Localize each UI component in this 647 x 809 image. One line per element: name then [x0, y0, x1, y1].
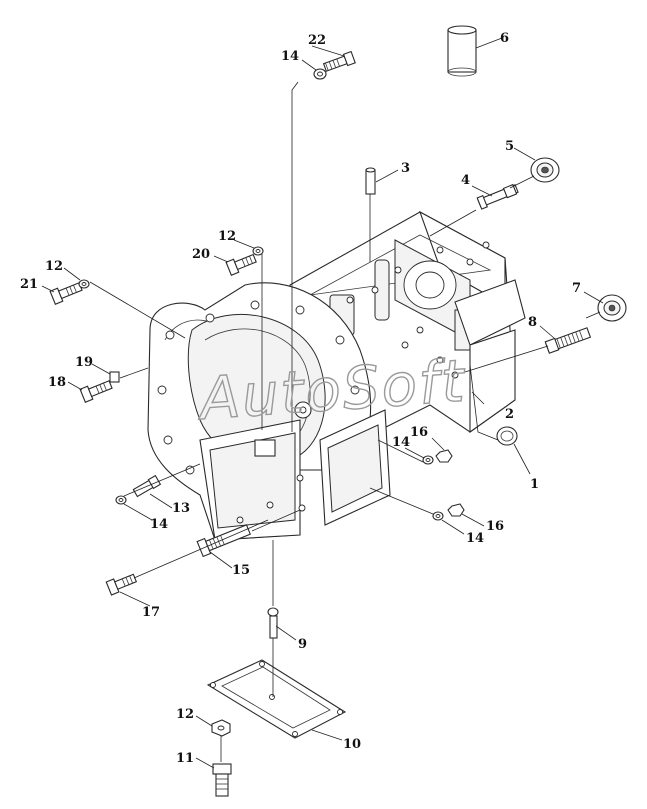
callout-labels: 22 14 6 5 3 4 12 20 12 21 7 8 19 18 2 16…	[20, 31, 581, 766]
part-9-dipstick	[267, 607, 279, 639]
callout-13: 13	[172, 501, 190, 516]
callout-19: 19	[75, 355, 93, 370]
callout-18: 18	[48, 375, 66, 390]
callout-2: 2	[505, 407, 514, 422]
part-3-pin	[365, 167, 376, 195]
callout-16-upper: 16	[410, 425, 428, 440]
part-8-shaft	[544, 327, 592, 354]
callout-4: 4	[461, 173, 470, 188]
callout-3: 3	[401, 161, 410, 176]
callout-9: 9	[298, 637, 307, 652]
callout-14-left: 14	[150, 517, 168, 532]
part-1-plug	[496, 426, 518, 446]
assembly-lines	[89, 81, 601, 762]
callout-14-lower-right: 14	[466, 531, 484, 546]
part-4-shaft	[476, 183, 519, 210]
callout-1: 1	[530, 477, 539, 492]
part-20-bolt	[225, 246, 264, 276]
callout-leaders	[41, 37, 604, 769]
part-14-16-nuts	[422, 449, 465, 521]
callout-22: 22	[308, 33, 326, 48]
callout-5: 5	[505, 139, 514, 154]
callout-12-mid: 12	[218, 229, 236, 244]
callout-10: 10	[343, 737, 361, 752]
part-7-bearing	[597, 294, 627, 322]
callout-6: 6	[500, 31, 509, 46]
part-5-bearing	[530, 157, 560, 183]
part-6-sleeve	[447, 25, 477, 77]
callout-7: 7	[572, 281, 581, 296]
callout-8: 8	[528, 315, 537, 330]
part-17-bolt	[105, 573, 138, 596]
callout-14-upper-right: 14	[392, 435, 410, 450]
callout-12-bottom: 12	[176, 707, 194, 722]
callout-14-top: 14	[281, 49, 299, 64]
part-18-bolt	[79, 371, 120, 403]
callout-20: 20	[192, 247, 210, 262]
gearbox-housing	[147, 210, 526, 541]
part-11-bolt	[211, 719, 232, 797]
callout-17: 17	[142, 605, 160, 620]
part-22-bolt	[313, 50, 356, 80]
callout-16-lower: 16	[486, 519, 504, 534]
callout-11: 11	[176, 751, 194, 766]
callout-21: 21	[20, 277, 38, 292]
part-10-cover	[206, 659, 347, 739]
callout-15: 15	[232, 563, 250, 578]
part-21-bolt	[49, 279, 90, 305]
callout-12-left: 12	[45, 259, 63, 274]
